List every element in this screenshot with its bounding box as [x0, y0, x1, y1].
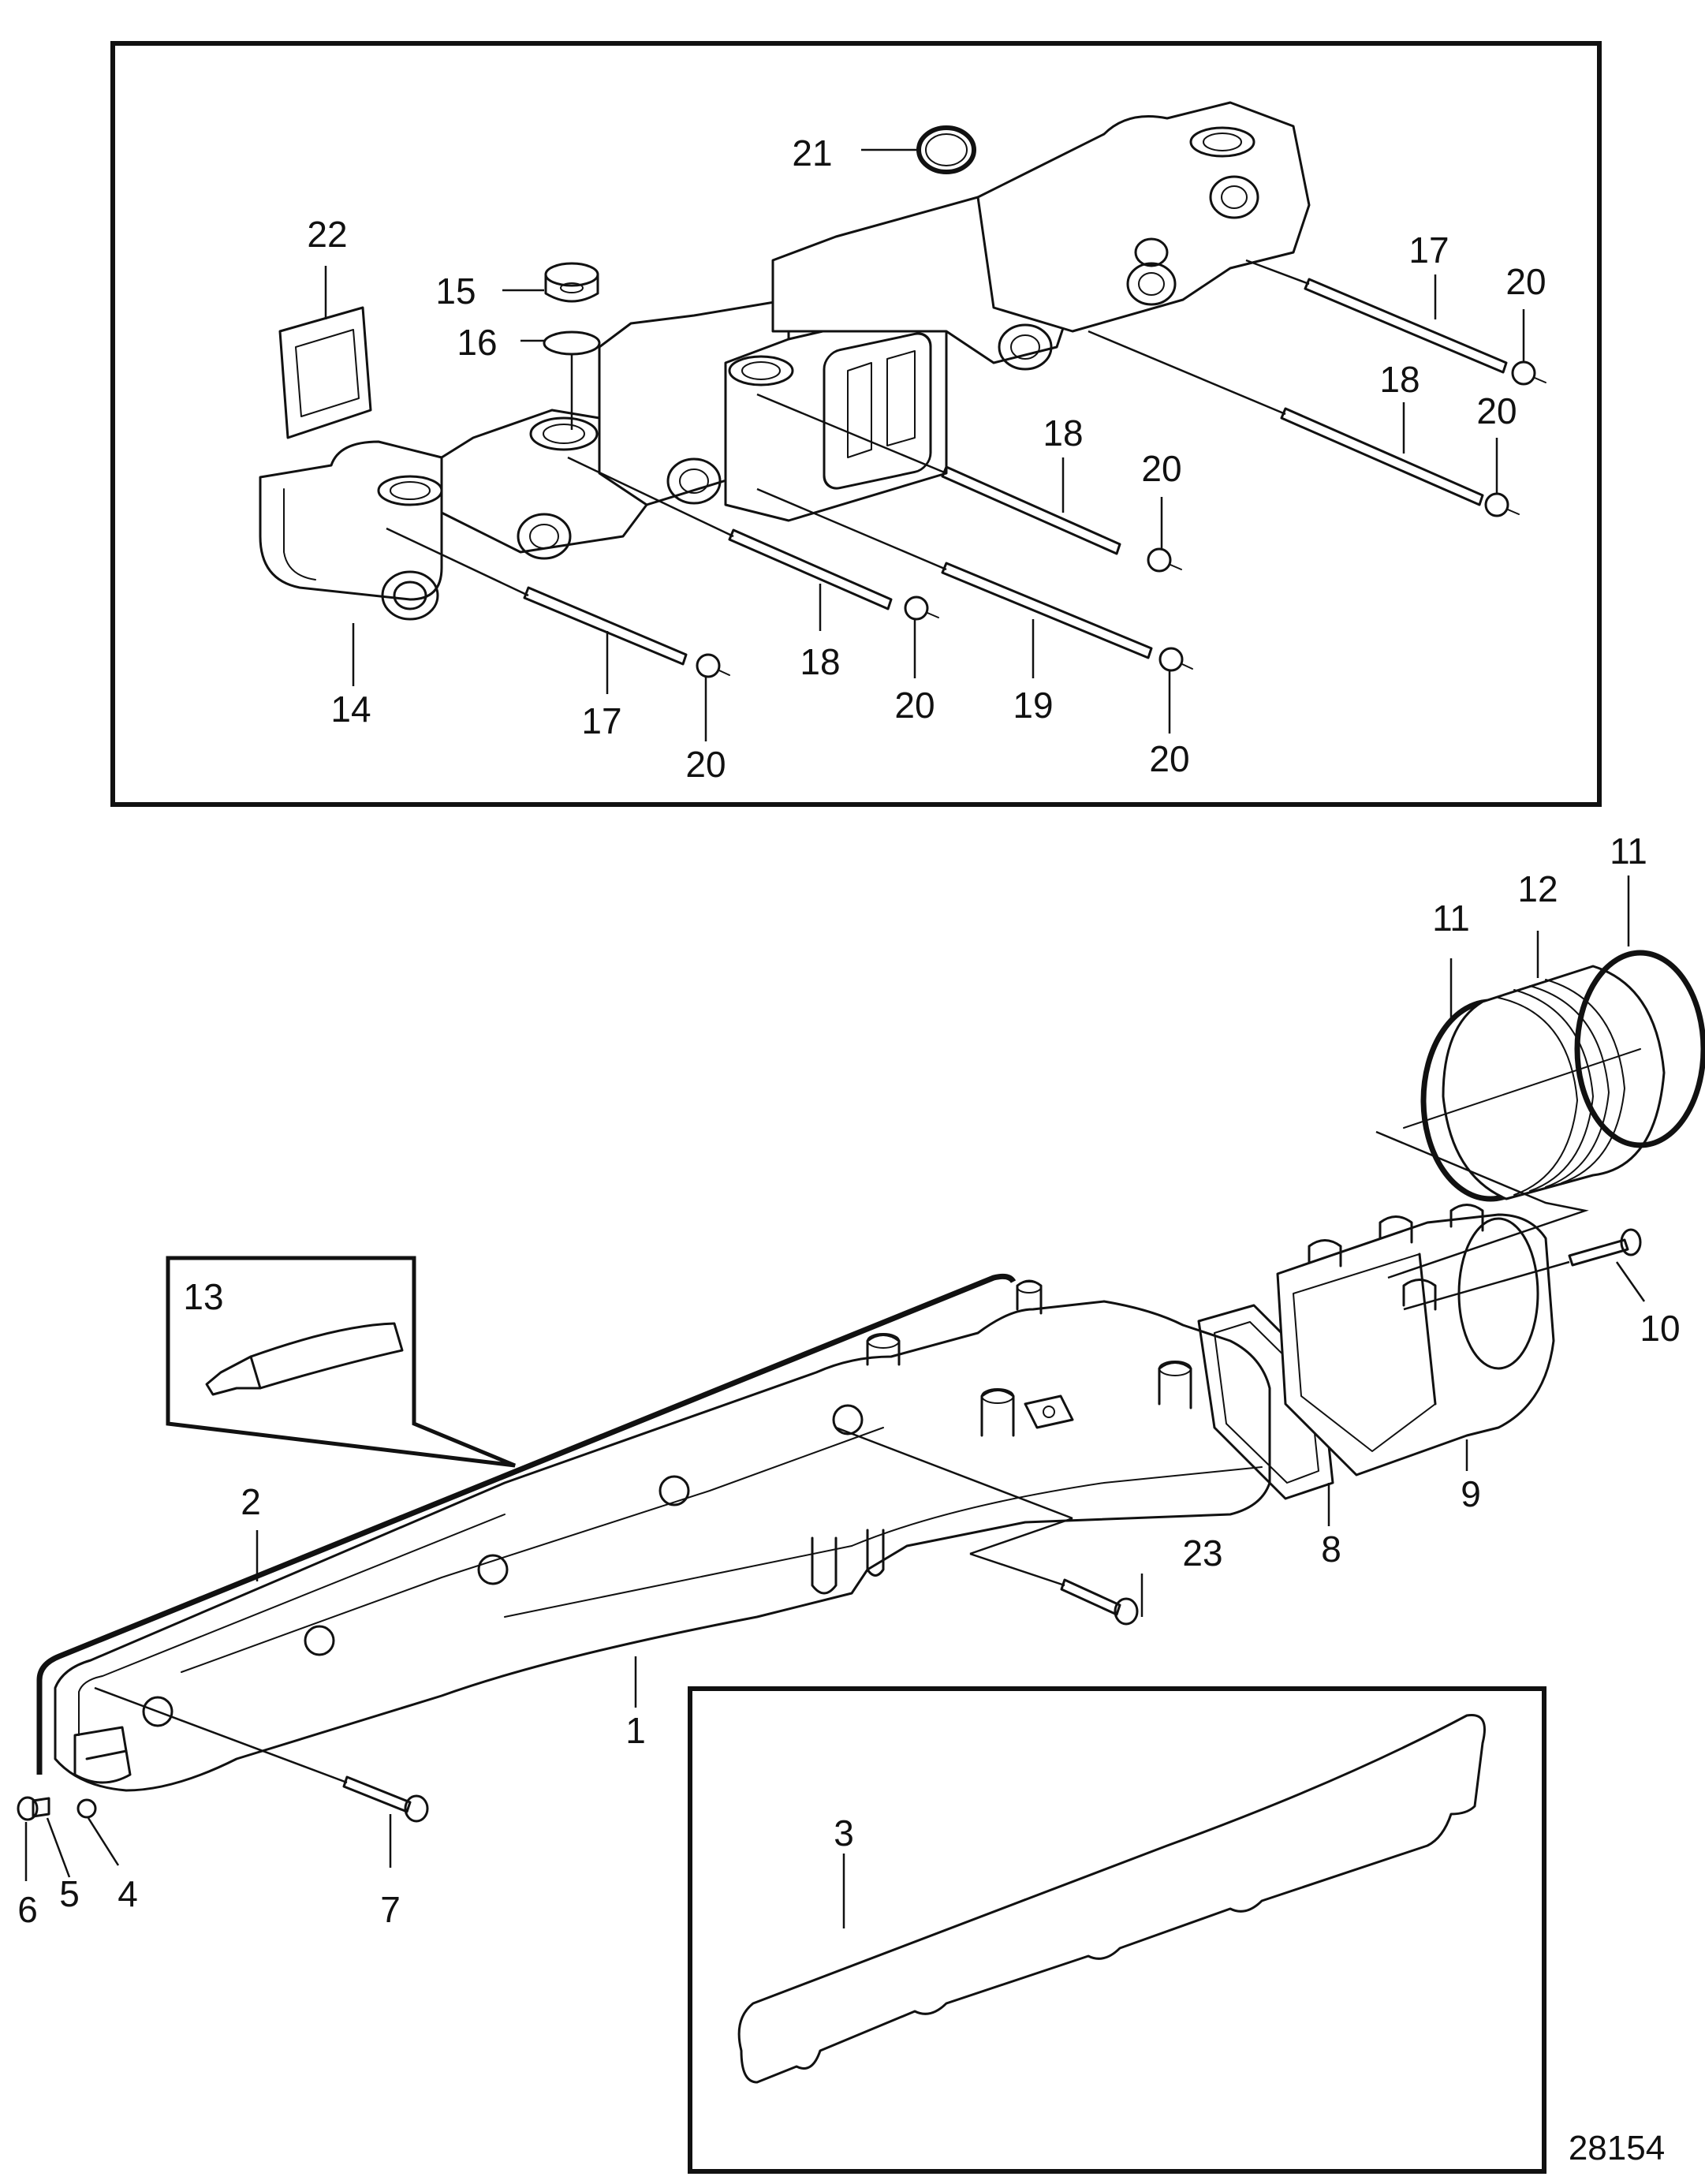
callout-18-middle: 18: [800, 641, 840, 682]
sealant-inset-13: [166, 1256, 516, 1468]
gasket-8: [1197, 1304, 1334, 1500]
callout-19: 19: [1013, 685, 1053, 726]
callout-labels: 21 22 15 16 17 20 18 20 18 20 14 17 18 2…: [17, 133, 1680, 2167]
callout-13: 13: [183, 1276, 223, 1317]
callout-18-upper: 18: [1043, 413, 1083, 454]
upper-exhaust-manifold: [259, 101, 1311, 621]
callout-21: 21: [792, 133, 832, 174]
o-ring-16: [543, 330, 601, 356]
callout-17-right: 17: [1408, 230, 1449, 271]
callout-5: 5: [59, 1873, 80, 1914]
callout-2: 2: [241, 1481, 261, 1522]
plug-15: [544, 262, 599, 303]
heat-shield-3: [737, 1713, 1486, 2084]
nut-20-c: [1158, 647, 1193, 672]
seal-ring-21: [916, 125, 976, 174]
callout-15: 15: [435, 271, 476, 312]
lower-leader-lines: [24, 875, 1646, 1928]
callout-23: 23: [1182, 1533, 1222, 1574]
callout-20-e: 20: [1476, 390, 1517, 431]
callout-18-right: 18: [1379, 359, 1420, 400]
callout-20-a: 20: [685, 744, 726, 785]
callout-11-right: 11: [1610, 831, 1647, 872]
callout-20-d: 20: [1141, 448, 1181, 489]
callout-8: 8: [1321, 1529, 1341, 1570]
nut-20-e: [1484, 492, 1520, 517]
callout-20-b: 20: [894, 685, 935, 726]
callout-11-left: 11: [1432, 898, 1470, 939]
callout-12: 12: [1517, 868, 1558, 909]
callout-20-c: 20: [1149, 738, 1189, 779]
callout-20-f: 20: [1505, 261, 1546, 302]
callout-1: 1: [625, 1710, 646, 1751]
bolt-23: [835, 1426, 1139, 1626]
callout-9: 9: [1461, 1473, 1481, 1514]
drawing-reference-number: 28154: [1569, 2129, 1665, 2167]
nut-20-f: [1511, 360, 1546, 386]
fittings-4-5-6: [17, 1796, 97, 1821]
callout-6: 6: [17, 1889, 38, 1930]
callout-3: 3: [834, 1813, 854, 1854]
pipe-adapter-9: [1276, 1204, 1555, 1477]
callout-10: 10: [1640, 1308, 1680, 1349]
studs-and-nuts: [386, 259, 1546, 678]
callout-7: 7: [380, 1889, 401, 1930]
upper-leader-lines: [324, 148, 1525, 741]
callout-17-left: 17: [581, 700, 621, 741]
callout-22: 22: [307, 214, 347, 255]
callout-4: 4: [118, 1873, 138, 1914]
callout-14: 14: [330, 689, 371, 730]
flange-gasket-22: [278, 306, 372, 439]
nut-20-d: [1147, 547, 1182, 573]
nut-20-b: [904, 595, 939, 621]
nut-20-a: [696, 653, 730, 678]
exhaust-manifold-1: [36, 1273, 1271, 1792]
bolt-7: [94, 1686, 429, 1823]
screw-10: [1403, 1228, 1642, 1311]
bellows-12-and-rings-11: [1375, 950, 1705, 1279]
heat-shield-inset-frame: [688, 1686, 1546, 2174]
callout-16: 16: [457, 322, 497, 363]
upper-manifold-detail-frame: [110, 41, 1602, 807]
